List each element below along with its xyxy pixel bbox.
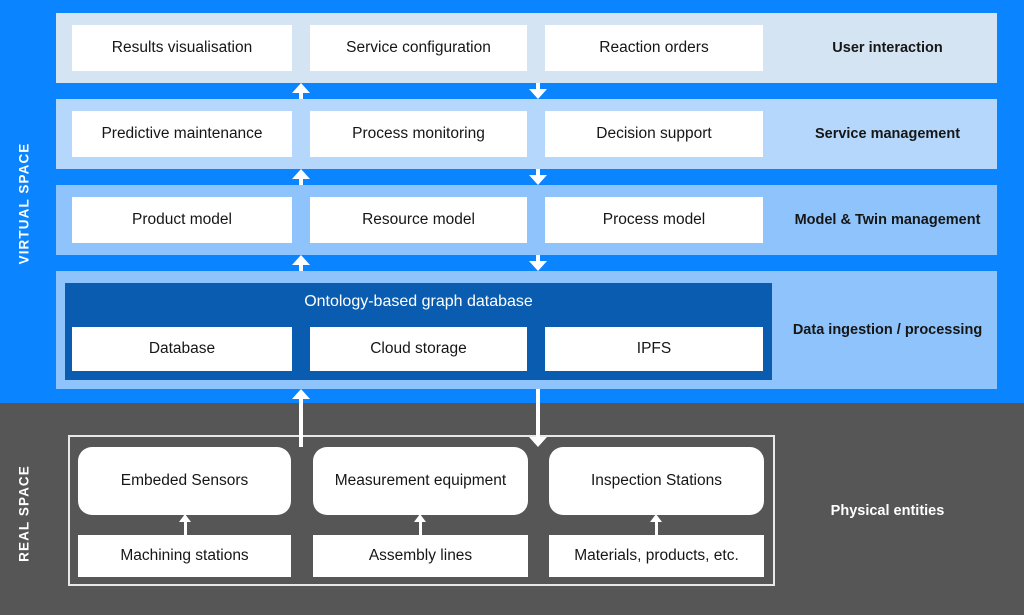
box-materials-products[interactable]: Materials, products, etc. <box>549 535 764 577</box>
box-machining-stations[interactable]: Machining stations <box>78 535 291 577</box>
arrow-down-icon <box>529 169 547 185</box>
arrow-shaft <box>536 169 540 176</box>
layer-name-service-management: Service management <box>814 125 961 142</box>
layer-name-model-twin-management: Model & Twin management <box>794 211 981 228</box>
arrow-shaft <box>536 255 540 262</box>
arrow-head <box>292 169 310 179</box>
arrow-shaft <box>299 178 303 185</box>
box-reaction-orders[interactable]: Reaction orders <box>545 25 763 71</box>
box-cloud-storage[interactable]: Cloud storage <box>310 327 527 371</box>
arrow-head <box>529 261 547 271</box>
arrow-head <box>529 175 547 185</box>
real-space-label: REAL SPACE <box>16 465 32 562</box>
box-process-monitoring[interactable]: Process monitoring <box>310 111 527 157</box>
box-predictive-maintenance[interactable]: Predictive maintenance <box>72 111 292 157</box>
arrow-up-icon <box>414 514 427 536</box>
arrow-head <box>292 255 310 265</box>
arrow-head <box>529 437 547 447</box>
arrow-shaft <box>299 92 303 99</box>
box-database[interactable]: Database <box>72 327 292 371</box>
arrow-head <box>529 89 547 99</box>
arrow-up-icon <box>650 514 663 536</box>
arrow-shaft <box>419 521 422 536</box>
arrow-up-icon <box>292 83 310 99</box>
arrow-up-icon <box>179 514 192 536</box>
box-service-configuration[interactable]: Service configuration <box>310 25 527 71</box>
physical-entities-label: Physical entities <box>830 502 945 519</box>
box-ipfs[interactable]: IPFS <box>545 327 763 371</box>
arrow-up-icon <box>292 389 310 447</box>
arrow-shaft <box>536 389 540 438</box>
arrow-down-icon <box>529 83 547 99</box>
arrow-up-icon <box>292 169 310 185</box>
box-process-model[interactable]: Process model <box>545 197 763 243</box>
arrow-shaft <box>536 83 540 90</box>
arrow-shaft <box>655 521 658 536</box>
arrow-head <box>414 514 426 522</box>
box-decision-support[interactable]: Decision support <box>545 111 763 157</box>
arrow-shaft <box>184 521 187 536</box>
virtual-space-label: VIRTUAL SPACE <box>16 142 32 265</box>
arrow-shaft <box>299 264 303 271</box>
box-inspection-stations[interactable]: Inspection Stations <box>549 447 764 515</box>
arrow-head <box>292 83 310 93</box>
arrow-head <box>292 389 310 399</box>
arrow-up-icon <box>292 255 310 271</box>
ontology-graph-database-title: Ontology-based graph database <box>304 293 533 310</box>
arrow-head <box>650 514 662 522</box>
box-results-visualisation[interactable]: Results visualisation <box>72 25 292 71</box>
box-product-model[interactable]: Product model <box>72 197 292 243</box>
arrow-shaft <box>299 398 303 447</box>
layer-name-data-ingestion-processing: Data ingestion / processing <box>792 321 983 338</box>
box-measurement-equipment[interactable]: Measurement equipment <box>313 447 528 515</box>
box-resource-model[interactable]: Resource model <box>310 197 527 243</box>
arrow-head <box>179 514 191 522</box>
physical-entities-frame <box>68 435 775 586</box>
arrow-down-icon <box>529 389 547 447</box>
layer-name-user-interaction: User interaction <box>832 39 943 56</box>
box-embeded-sensors[interactable]: Embeded Sensors <box>78 447 291 515</box>
box-assembly-lines[interactable]: Assembly lines <box>313 535 528 577</box>
arrow-down-icon <box>529 255 547 271</box>
